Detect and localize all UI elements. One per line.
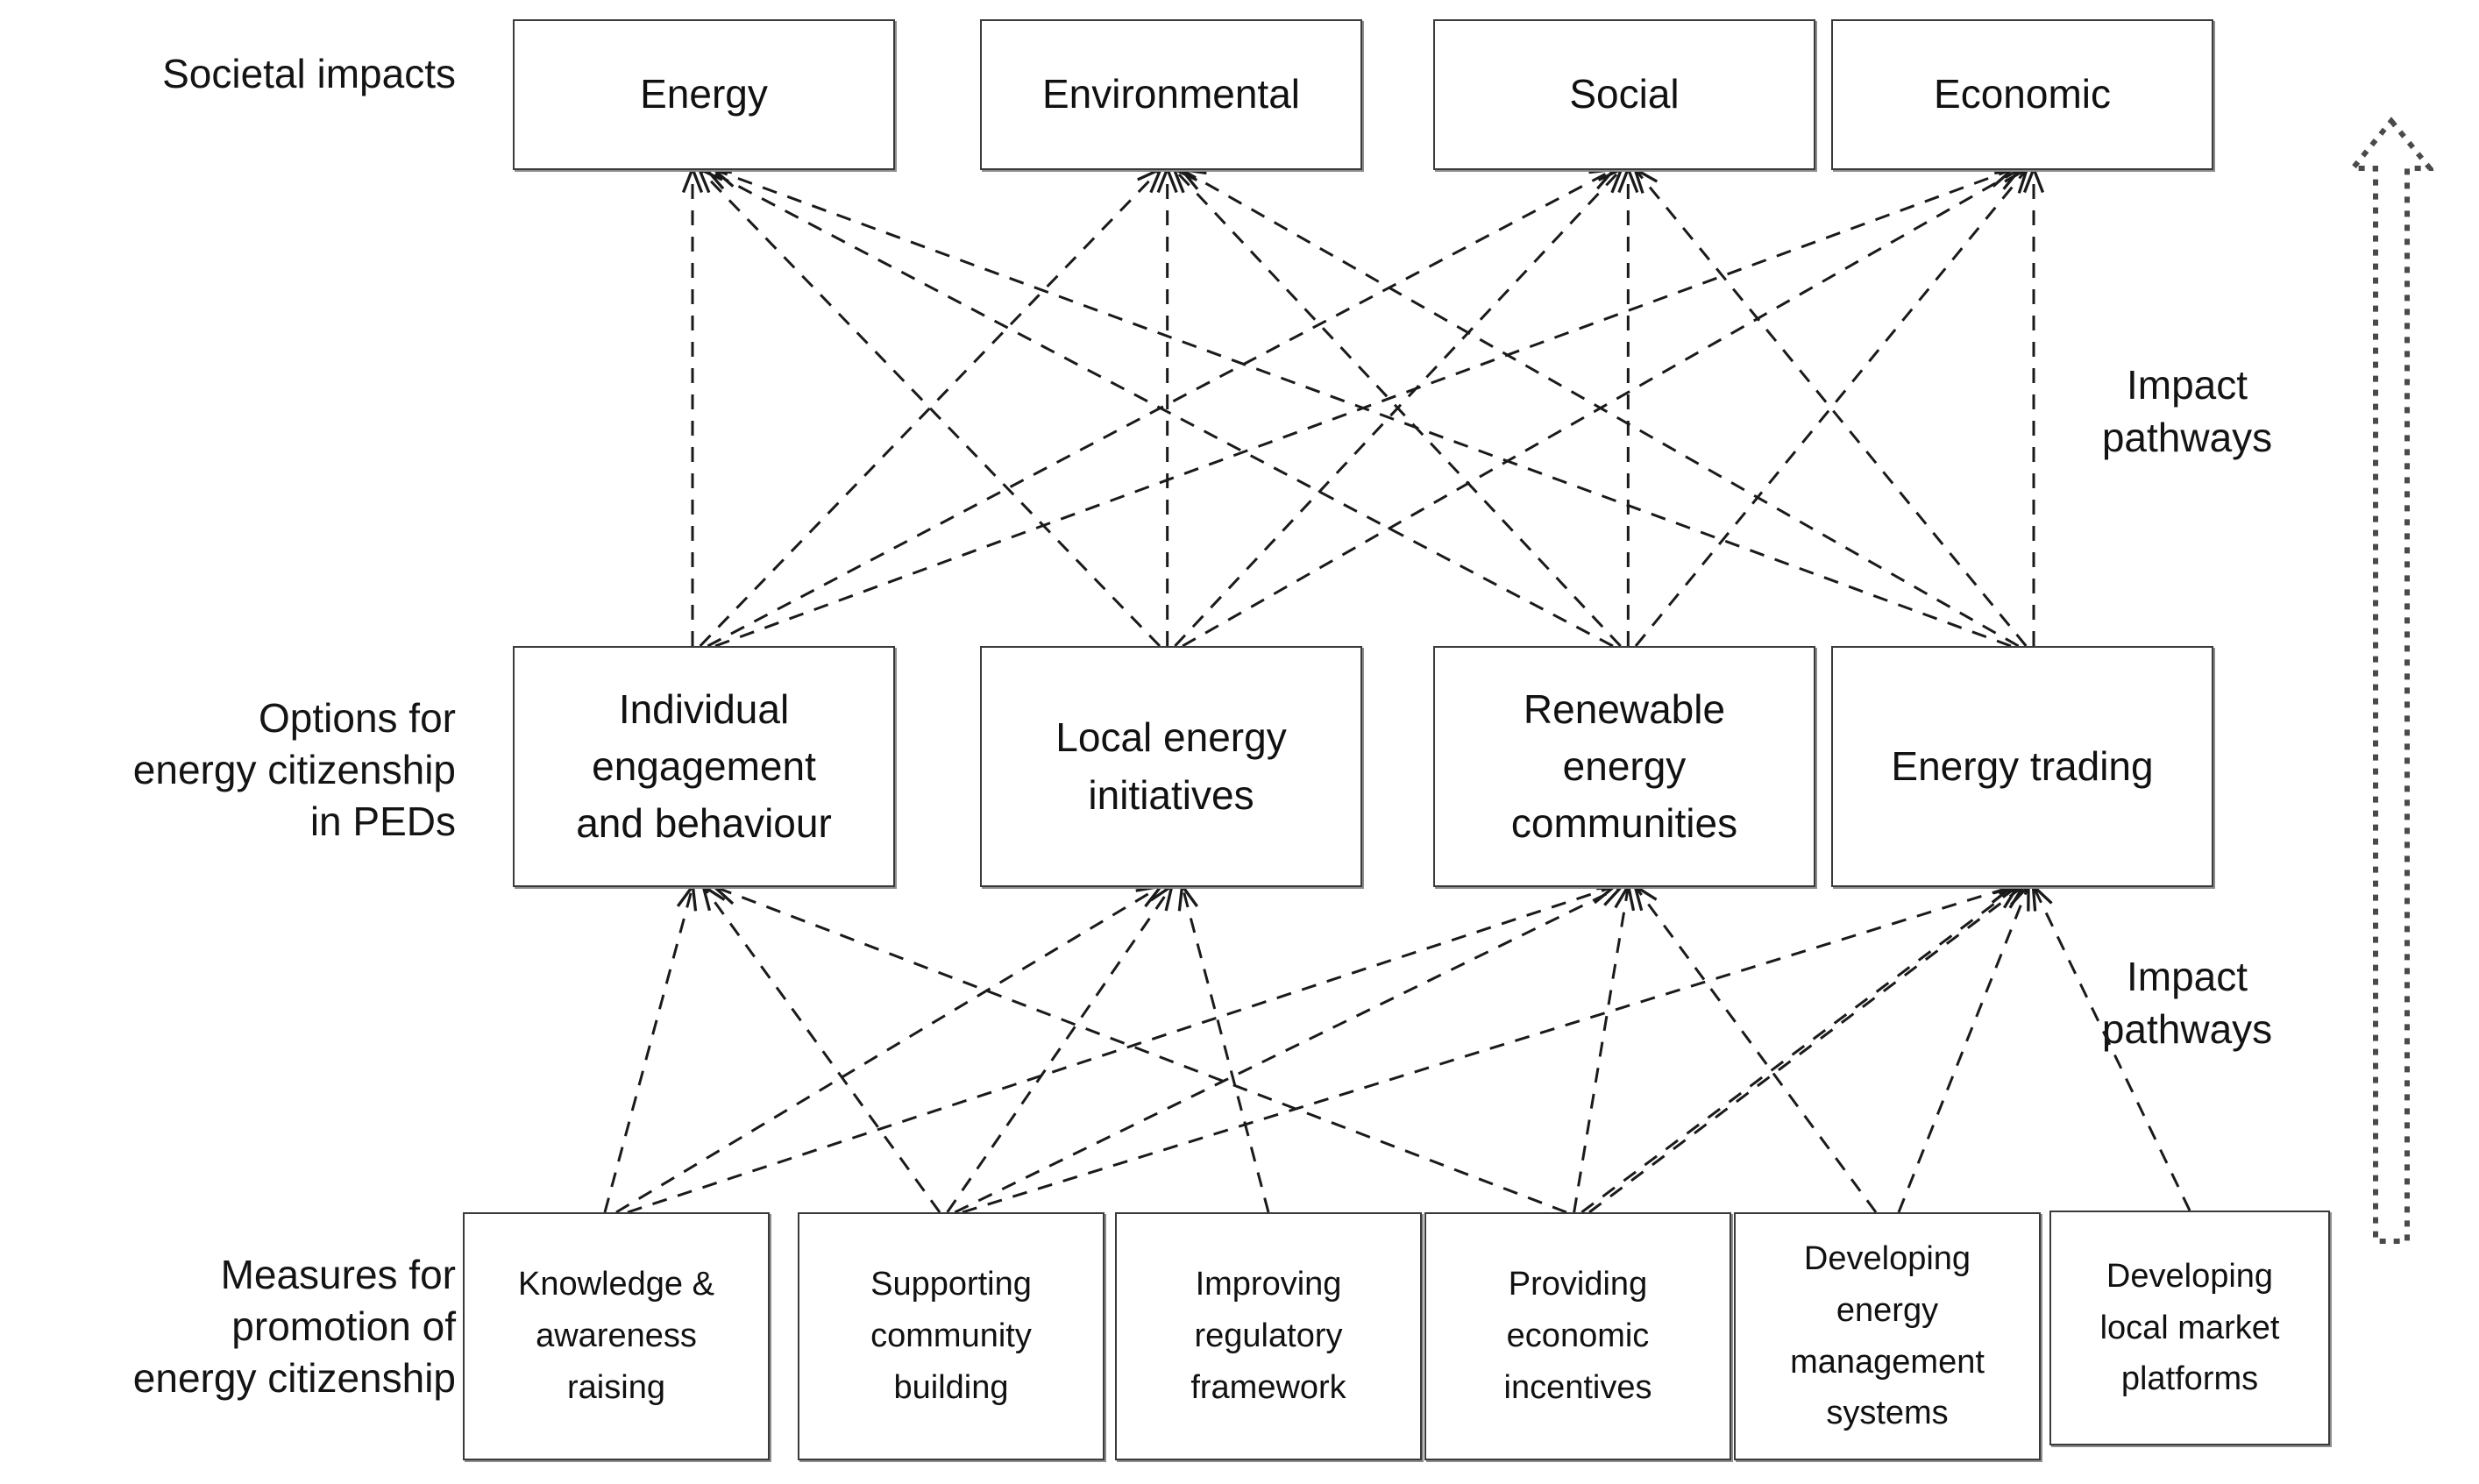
row-label-options-for-energy-citizenship: Options for energy citizenship in PEDs bbox=[132, 695, 456, 844]
edge-individual-engagement-to-environmental bbox=[699, 170, 1160, 648]
impact-pathways-caption-upper: Impact pathways bbox=[2101, 362, 2273, 460]
edge-renewable-communities-to-energy bbox=[707, 170, 1614, 648]
node-environmental[interactable]: Environmental bbox=[980, 19, 1362, 170]
row-label-measures-for-promotion: Measures for promotion of energy citizen… bbox=[132, 1252, 456, 1401]
edge-economic-incentives-to-energy-trading bbox=[1588, 887, 2022, 1214]
edge-knowledge-awareness-to-renewable-communities bbox=[627, 887, 1613, 1214]
edge-regulatory-framework-to-local-energy bbox=[1183, 887, 1270, 1213]
node-social[interactable]: Social bbox=[1433, 19, 1815, 170]
edge-energy-management-to-energy-trading bbox=[1897, 887, 2028, 1213]
node-label: Individual engagement and behaviour bbox=[576, 685, 832, 847]
node-label: Developing energy management systems bbox=[1790, 1239, 1985, 1432]
edge-economic-incentives-to-individual-engagement bbox=[715, 887, 1567, 1214]
node-label: Renewable energy communities bbox=[1510, 685, 1738, 847]
edges-lower-section bbox=[603, 887, 2191, 1214]
node-economic[interactable]: Economic bbox=[1831, 19, 2213, 170]
edge-community-building-to-individual-engagement bbox=[704, 887, 941, 1213]
edge-local-energy-to-energy bbox=[700, 170, 1161, 648]
node-knowledge-awareness[interactable]: Knowledge & awareness raising bbox=[463, 1212, 770, 1460]
node-label: Environmental bbox=[1041, 71, 1301, 117]
node-market-platforms[interactable]: Developing local market platforms bbox=[2049, 1211, 2330, 1445]
node-label: Developing local market platforms bbox=[2099, 1257, 2280, 1398]
edge-local-energy-to-social bbox=[1174, 170, 1620, 648]
node-energy-trading[interactable]: Energy trading bbox=[1831, 646, 2213, 887]
edge-renewable-communities-to-economic bbox=[1634, 170, 2026, 647]
node-label: Providing economic incentives bbox=[1503, 1266, 1652, 1406]
node-economic-incentives[interactable]: Providing economic incentives bbox=[1424, 1212, 1731, 1460]
edge-individual-engagement-to-economic bbox=[714, 170, 2011, 648]
node-energy-management[interactable]: Developing energy management systems bbox=[1734, 1212, 2041, 1460]
edge-community-building-to-energy-trading bbox=[962, 887, 2011, 1214]
node-regulatory-framework[interactable]: Improving regulatory framework bbox=[1115, 1212, 1422, 1460]
impact-pathways-caption-lower: Impact pathways bbox=[2101, 954, 2273, 1052]
edge-economic-incentives-to-energy-trading bbox=[1580, 887, 2016, 1214]
node-label: Energy trading bbox=[1891, 742, 2154, 789]
edges-upper-section bbox=[693, 170, 2034, 648]
node-label: Local energy initiatives bbox=[1055, 714, 1287, 818]
edge-community-building-to-local-energy bbox=[946, 887, 1171, 1213]
node-community-building[interactable]: Supporting community building bbox=[798, 1212, 1105, 1460]
node-local-energy[interactable]: Local energy initiatives bbox=[980, 646, 1362, 887]
edge-energy-trading-to-social bbox=[1636, 170, 2028, 647]
row-label-societal-impacts: Societal impacts bbox=[162, 51, 456, 96]
edge-individual-engagement-to-social bbox=[707, 170, 1613, 648]
impact-pathway-arrow-icon bbox=[2349, 117, 2433, 1244]
edge-energy-trading-to-environmental bbox=[1183, 170, 2020, 648]
node-label: Energy bbox=[640, 71, 768, 117]
edge-community-building-to-renewable-communities bbox=[954, 887, 1620, 1214]
edge-energy-management-to-renewable-communities bbox=[1636, 887, 1878, 1213]
edge-economic-incentives-to-renewable-communities bbox=[1573, 887, 1629, 1213]
node-energy[interactable]: Energy bbox=[513, 19, 895, 170]
node-individual-engagement[interactable]: Individual engagement and behaviour bbox=[513, 646, 895, 887]
node-label: Economic bbox=[1934, 71, 2111, 117]
node-label: Knowledge & awareness raising bbox=[518, 1266, 714, 1406]
node-label: Improving regulatory framework bbox=[1190, 1266, 1346, 1406]
node-label: Social bbox=[1569, 71, 1680, 117]
edge-knowledge-awareness-to-individual-engagement bbox=[603, 887, 693, 1213]
edge-energy-trading-to-energy bbox=[715, 170, 2012, 648]
edge-renewable-communities-to-environmental bbox=[1175, 170, 1622, 648]
edge-local-energy-to-economic bbox=[1182, 170, 2019, 648]
node-label: Supporting community building bbox=[870, 1266, 1032, 1406]
edge-knowledge-awareness-to-local-energy bbox=[615, 887, 1160, 1214]
node-renewable-communities[interactable]: Renewable energy communities bbox=[1433, 646, 1815, 887]
